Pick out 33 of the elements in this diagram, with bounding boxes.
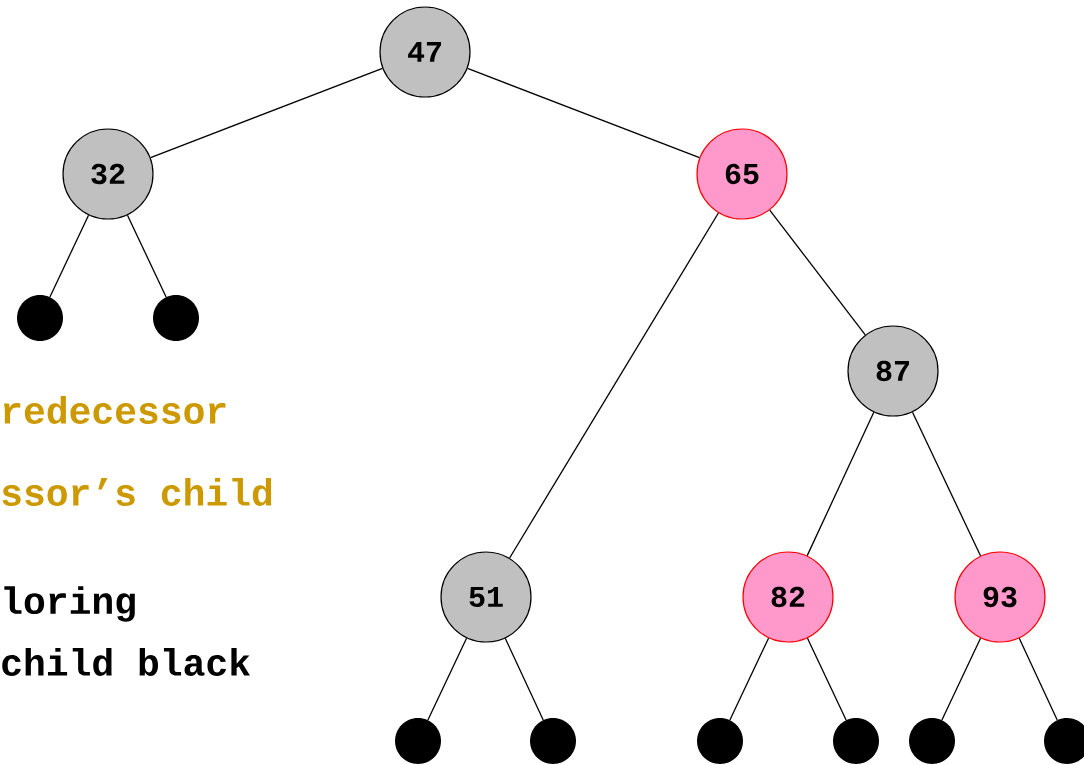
tree-edge (149, 67, 384, 159)
tree-edge (729, 637, 770, 721)
tree-node: 82 (742, 551, 834, 643)
leaf-node (1044, 718, 1084, 764)
note-text: child black (2, 648, 250, 676)
tree-node: 65 (696, 128, 788, 220)
leaf-node (697, 718, 743, 764)
leaf-node (833, 718, 879, 764)
note-text: loring (4, 586, 135, 622)
leaf-node (395, 718, 441, 764)
tree-node: 32 (62, 128, 154, 220)
tree-node: 93 (954, 551, 1046, 643)
tree-edge (49, 214, 90, 298)
note-text: redecessor (3, 396, 226, 424)
note-text: ssor’s child (2, 478, 272, 506)
tree-edge (911, 411, 982, 557)
leaf-node (153, 295, 199, 341)
tree-node: 51 (440, 551, 532, 643)
tree-edge (941, 637, 982, 721)
tree-edge (508, 212, 720, 559)
leaf-node (530, 718, 576, 764)
tree-edge (427, 637, 468, 721)
tree-edge (806, 411, 875, 557)
tree-edge (806, 637, 847, 721)
tree-edge (504, 637, 544, 721)
tree-edge (769, 209, 866, 336)
tree-edge (1018, 637, 1058, 721)
tree-edge (466, 67, 701, 159)
tree-node: 87 (847, 325, 939, 417)
tree-edge (126, 214, 167, 298)
tree-node: 47 (379, 6, 471, 98)
leaf-node (909, 718, 955, 764)
leaf-node (17, 295, 63, 341)
